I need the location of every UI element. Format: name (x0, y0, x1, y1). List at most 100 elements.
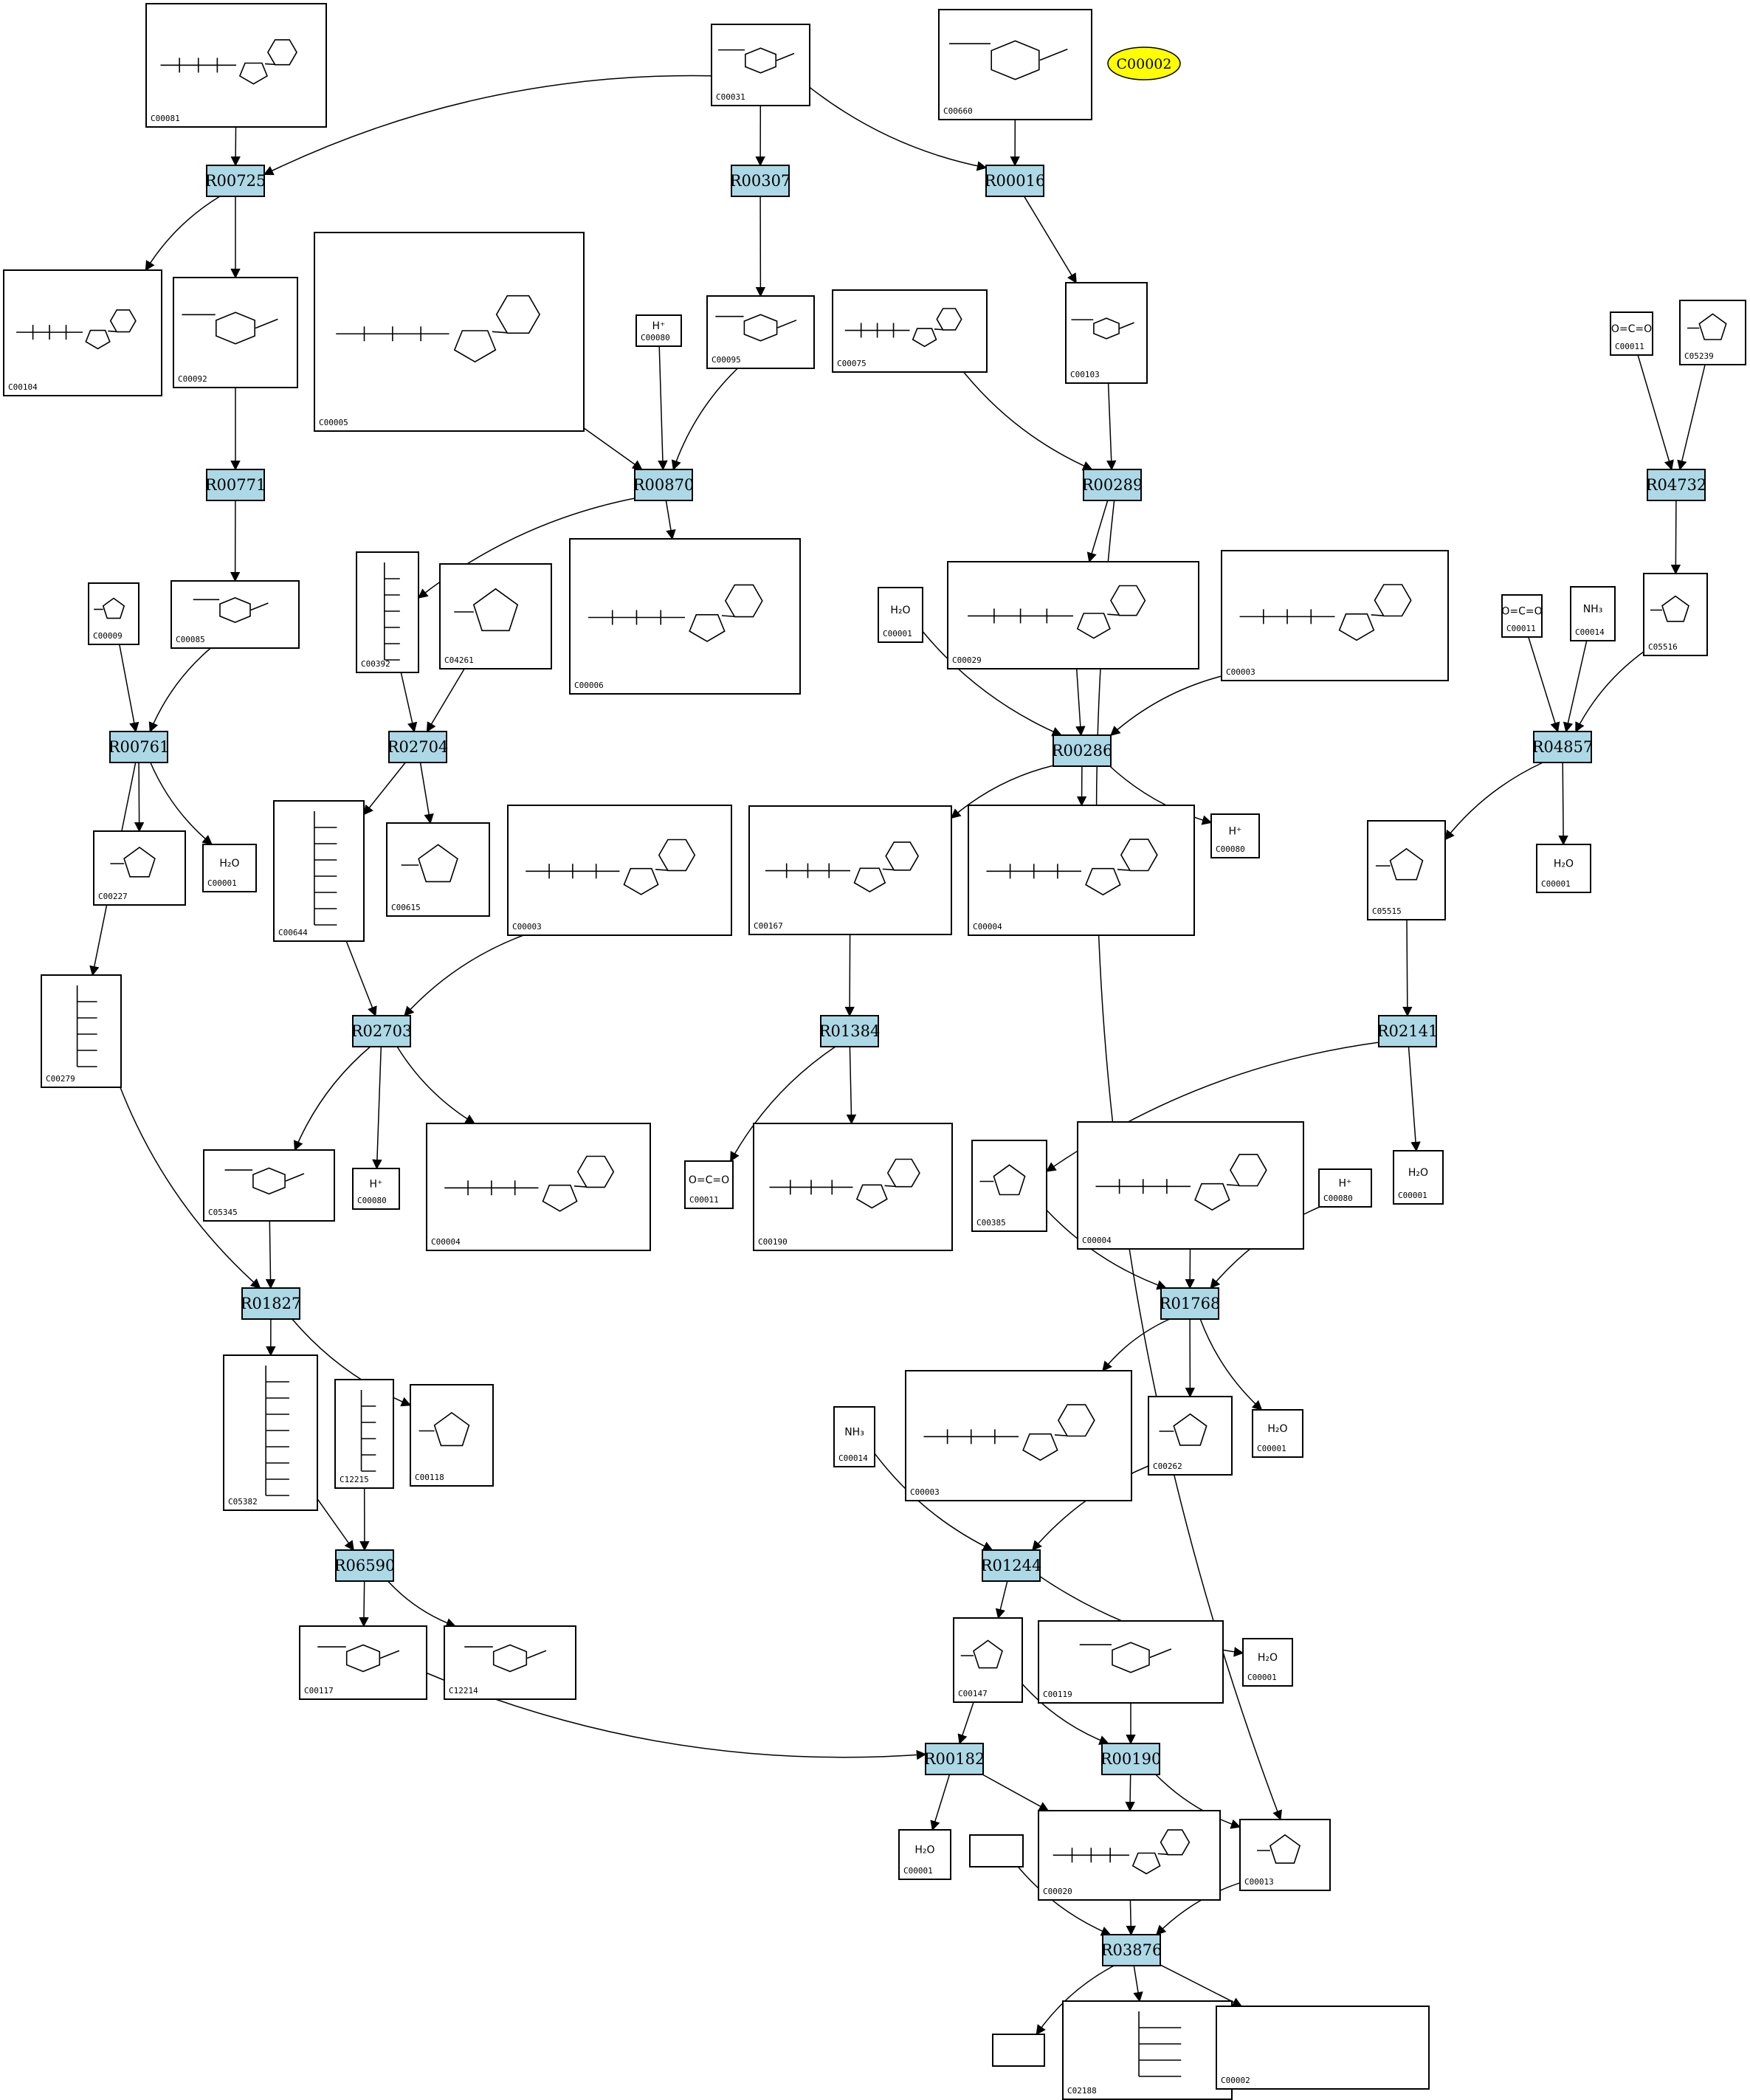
compound-node-c00080[interactable]: H⁺C00080 (352, 1168, 400, 1210)
ribose-ring (1022, 1433, 1058, 1462)
formula-text: H₂O (890, 605, 910, 616)
compound-box (1643, 573, 1708, 656)
formula-text: O=C=O (1611, 323, 1652, 335)
sugar-ring (492, 1644, 528, 1673)
compound-node-c00081[interactable]: C00081 (145, 3, 327, 128)
reaction-node-r00016[interactable]: R00016 (985, 165, 1046, 197)
compound-node-c00095[interactable]: C00095 (706, 295, 815, 369)
compound-node-c00615[interactable]: C00615 (386, 822, 490, 917)
compound-node-c00002[interactable]: C00002 (1216, 2006, 1430, 2090)
reaction-node-r00725[interactable]: R00725 (205, 165, 266, 197)
compound-node-c05382[interactable]: C05382 (223, 1354, 318, 1511)
reaction-node-r00870[interactable]: R00870 (633, 469, 695, 501)
reaction-node-r00307[interactable]: R00307 (730, 165, 791, 197)
compound-node-c00005[interactable]: C00005 (314, 232, 585, 432)
reaction-node-r01768[interactable]: R01768 (1160, 1287, 1221, 1320)
compound-node-c00147[interactable]: C00147 (953, 1617, 1023, 1703)
reaction-node-r01384[interactable]: R01384 (819, 1015, 881, 1047)
compound-node-c00103[interactable]: C00103 (1065, 282, 1148, 384)
compound-node-c02188[interactable]: C02188 (1062, 2000, 1233, 2100)
compound-node-c00117[interactable]: C00117 (299, 1625, 427, 1700)
compound-node-c00080[interactable]: H⁺C00080 (635, 314, 682, 347)
compound-box (314, 232, 585, 432)
reaction-node-r02704[interactable]: R02704 (387, 731, 449, 763)
compound-node-c00227[interactable]: C00227 (93, 830, 186, 906)
edge-arrow (372, 1046, 382, 1170)
reaction-node-r00771[interactable]: R00771 (205, 469, 266, 501)
reaction-node-r01244[interactable]: R01244 (981, 1549, 1042, 1582)
compound-node-c05515[interactable]: C05515 (1367, 820, 1446, 920)
compound-node-c00004[interactable]: C00004 (426, 1123, 651, 1251)
reaction-node-r02703[interactable]: R02703 (351, 1015, 413, 1047)
compound-node-c00006[interactable]: C00006 (569, 538, 801, 695)
compound-node-c12214[interactable]: C12214 (444, 1625, 576, 1700)
reaction-node-r00289[interactable]: R00289 (1082, 469, 1143, 501)
compound-box (1367, 820, 1446, 920)
compound-node-c00080[interactable]: H⁺C00080 (1210, 813, 1260, 858)
compound-node-c00003[interactable]: C00003 (905, 1370, 1132, 1501)
compound-node-c00009[interactable]: C00009 (88, 582, 139, 645)
compound-node-c00385[interactable]: C00385 (971, 1140, 1047, 1232)
compound-node-c00080[interactable]: H⁺C00080 (1318, 1168, 1372, 1208)
compound-node-c12215[interactable]: C12215 (334, 1379, 394, 1489)
reaction-node-r06590[interactable]: R06590 (334, 1549, 396, 1582)
compound-node-c04261[interactable]: C04261 (439, 563, 552, 669)
reaction-node-r00761[interactable]: R00761 (108, 731, 170, 763)
reaction-node-r00190[interactable]: R00190 (1100, 1743, 1162, 1775)
compound-node-empty[interactable] (969, 1834, 1024, 1867)
compound-node-c00085[interactable]: C00085 (170, 580, 300, 649)
compound-node-c00644[interactable]: C00644 (273, 800, 365, 942)
compound-node-c00020[interactable]: C00020 (1038, 1810, 1221, 1901)
reaction-node-r01827[interactable]: R01827 (241, 1287, 302, 1320)
compound-node-c05516[interactable]: C05516 (1643, 573, 1708, 656)
compound-node-c00013[interactable]: C00013 (1239, 1819, 1331, 1891)
ribose-ring (689, 613, 726, 642)
compound-node-c00031[interactable]: C00031 (711, 24, 810, 106)
compound-node-c00660[interactable]: C00660 (938, 9, 1092, 120)
compound-node-c00092[interactable]: C00092 (173, 277, 298, 388)
compound-node-empty[interactable] (992, 2034, 1045, 2067)
compound-node-c00075[interactable]: C00075 (832, 289, 988, 373)
compound-node-c00119[interactable]: C00119 (1038, 1620, 1224, 1704)
compound-node-c00118[interactable]: C00118 (410, 1384, 494, 1487)
compound-node-c00004[interactable]: C00004 (1077, 1121, 1304, 1250)
compound-node-c00003[interactable]: C00003 (507, 805, 732, 936)
compound-node-c00262[interactable]: C00262 (1148, 1396, 1233, 1476)
compound-node-c00190[interactable]: C00190 (753, 1123, 953, 1251)
compound-node-c00392[interactable]: C00392 (356, 551, 419, 673)
highlight-compound-node[interactable]: C00002 (1107, 47, 1181, 80)
compound-node-c00167[interactable]: C00167 (748, 805, 952, 935)
compound-node-c00104[interactable]: C00104 (3, 269, 162, 396)
compound-box (1216, 2006, 1430, 2090)
compound-node-c00029[interactable]: C00029 (947, 561, 1199, 669)
reaction-node-r04732[interactable]: R04732 (1646, 469, 1707, 501)
reaction-node-r03876[interactable]: R03876 (1101, 1934, 1162, 1966)
compound-node-c05239[interactable]: C05239 (1679, 300, 1746, 365)
reaction-node-r04857[interactable]: R04857 (1532, 731, 1594, 763)
compound-node-c00279[interactable]: C00279 (41, 974, 122, 1088)
compound-node-c00004[interactable]: C00004 (968, 805, 1195, 936)
compound-id-label: C00004 (1082, 1236, 1112, 1245)
sugar-ring (744, 47, 776, 74)
compound-box (706, 295, 815, 369)
edge-arrow (1106, 382, 1117, 471)
edge-arrow (419, 762, 434, 824)
reaction-node-r02141[interactable]: R02141 (1377, 1015, 1439, 1047)
compound-node-c05345[interactable]: C05345 (203, 1149, 335, 1222)
compound-node-c00003[interactable]: C00003 (1221, 550, 1449, 681)
base-ring (576, 1155, 615, 1188)
reaction-node-r00182[interactable]: R00182 (924, 1743, 985, 1775)
reaction-node-r00286[interactable]: R00286 (1052, 734, 1113, 767)
